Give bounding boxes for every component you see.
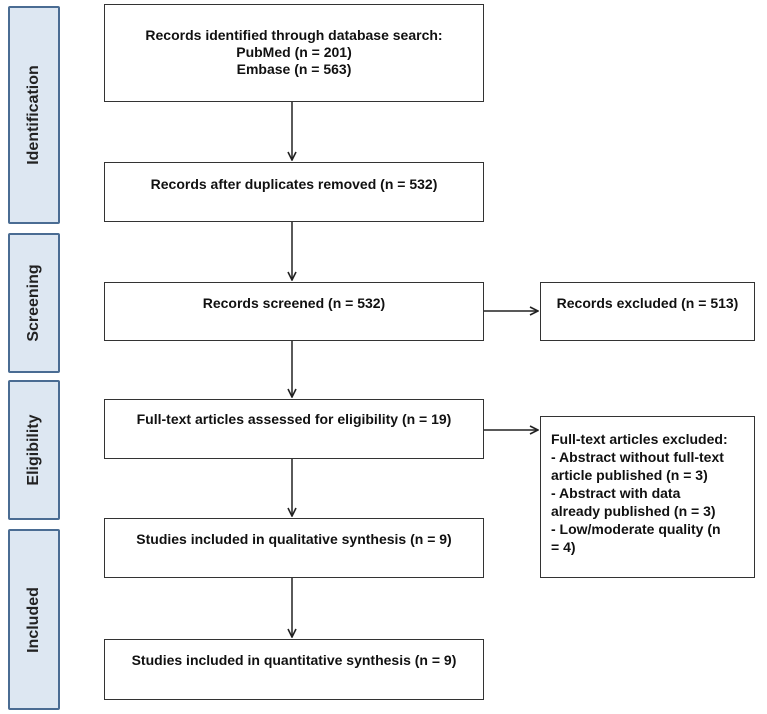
fulltext-excluded-item: already published (n = 3) bbox=[551, 503, 716, 519]
records-excluded-text: Records excluded (n = 513) bbox=[556, 295, 739, 311]
records-screened-text: Records screened (n = 532) bbox=[202, 295, 386, 311]
records-identified-title: Records identified through database sear… bbox=[145, 27, 443, 43]
records-identified-pubmed: PubMed (n = 201) bbox=[236, 44, 352, 60]
qualitative-synthesis-text: Studies included in qualitative synthesi… bbox=[136, 531, 452, 547]
box-fulltext-excluded: Full-text articles excluded: - Abstract … bbox=[540, 416, 755, 578]
fulltext-excluded-item: article published (n = 3) bbox=[551, 467, 708, 483]
stage-identification: Identification bbox=[8, 6, 60, 224]
box-records-screened: Records screened (n = 532) bbox=[104, 282, 484, 341]
fulltext-excluded-item: = 4) bbox=[551, 539, 576, 555]
fulltext-excluded-title: Full-text articles excluded: bbox=[551, 431, 728, 447]
duplicates-removed-text: Records after duplicates removed (n = 53… bbox=[150, 176, 438, 192]
stage-included: Included bbox=[8, 529, 60, 710]
stage-screening: Screening bbox=[8, 233, 60, 373]
fulltext-assessed-text: Full-text articles assessed for eligibil… bbox=[136, 411, 452, 427]
box-fulltext-assessed: Full-text articles assessed for eligibil… bbox=[104, 399, 484, 459]
stage-eligibility: Eligibility bbox=[8, 380, 60, 520]
box-duplicates-removed: Records after duplicates removed (n = 53… bbox=[104, 162, 484, 222]
box-records-excluded: Records excluded (n = 513) bbox=[540, 282, 755, 341]
box-records-identified: Records identified through database sear… bbox=[104, 4, 484, 102]
records-identified-embase: Embase (n = 563) bbox=[236, 61, 352, 77]
fulltext-excluded-item: - Abstract with data bbox=[551, 485, 681, 501]
fulltext-excluded-item: - Abstract without full-text bbox=[551, 449, 724, 465]
box-qualitative-synthesis: Studies included in qualitative synthesi… bbox=[104, 518, 484, 578]
box-quantitative-synthesis: Studies included in quantitative synthes… bbox=[104, 639, 484, 700]
fulltext-excluded-item: - Low/moderate quality (n bbox=[551, 521, 721, 537]
quantitative-synthesis-text: Studies included in quantitative synthes… bbox=[131, 652, 457, 668]
